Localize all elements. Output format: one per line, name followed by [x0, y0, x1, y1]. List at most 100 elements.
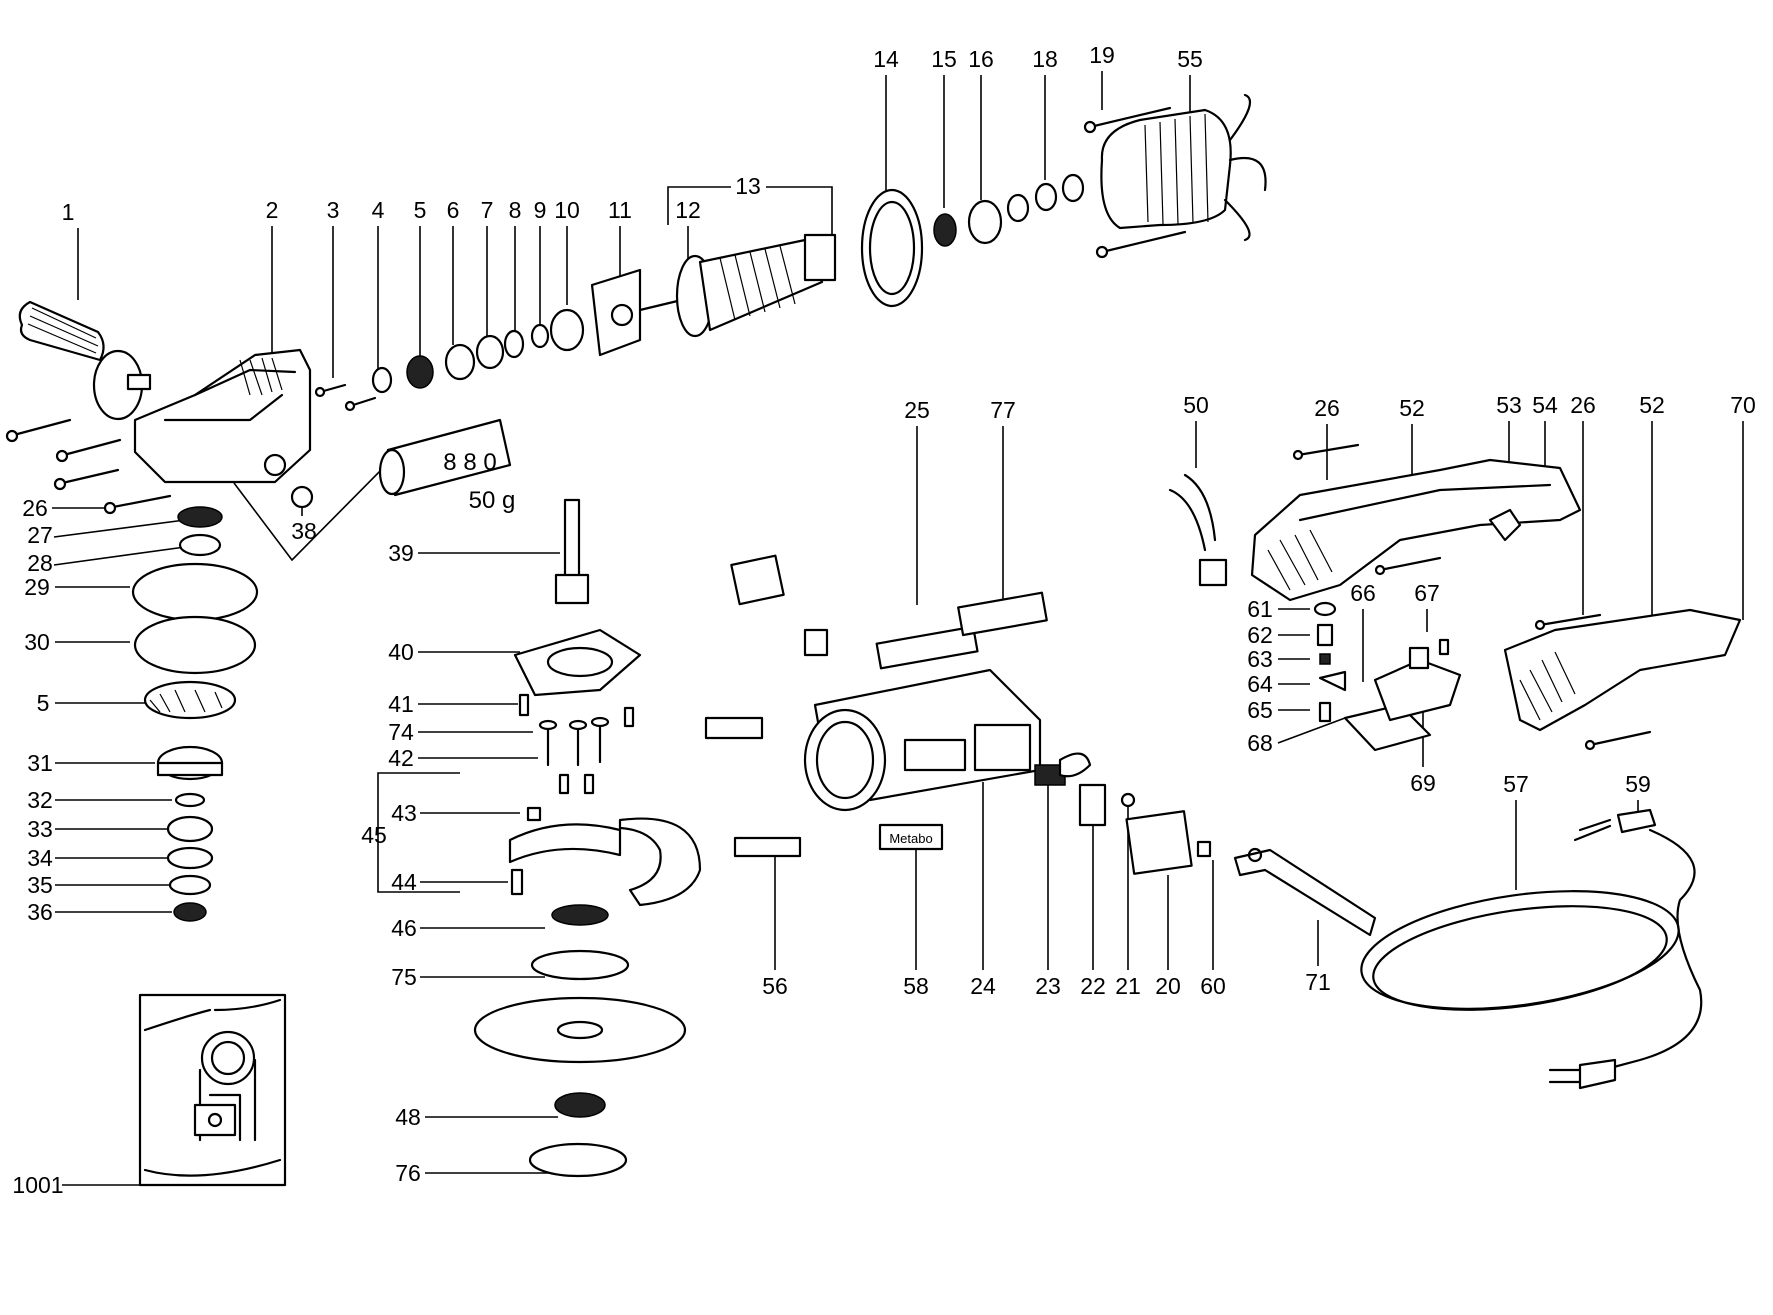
motor-housing-part: Metabo: [704, 554, 1048, 858]
cable-connector-part: [1168, 473, 1228, 587]
callout-75: 75: [391, 964, 417, 990]
callout-10: 10: [554, 197, 580, 223]
callout-58: 58: [903, 973, 929, 999]
callout-40: 40: [388, 639, 414, 665]
callout-38: 38: [291, 518, 317, 544]
callout-42: 42: [388, 745, 414, 771]
callout-26-left: 26: [22, 495, 48, 521]
callout-57: 57: [1503, 771, 1529, 797]
callout-70: 70: [1730, 392, 1756, 418]
callout-4: 4: [372, 197, 385, 223]
callout-44: 44: [391, 869, 417, 895]
callout-2: 2: [266, 197, 279, 223]
callout-24: 24: [970, 973, 996, 999]
callout-50: 50: [1183, 392, 1209, 418]
leader-lines: [52, 71, 1744, 1186]
callout-41: 41: [388, 691, 414, 717]
callout-29: 29: [24, 574, 50, 600]
wiring-inset-box: [138, 993, 287, 1187]
callout-33: 33: [27, 816, 53, 842]
spindle-bearing-stack: [131, 506, 259, 922]
callout-26-handle-bottom: 26: [1570, 392, 1596, 418]
callout-71: 71: [1305, 969, 1331, 995]
callout-12: 12: [675, 197, 701, 223]
callout-69: 69: [1410, 770, 1436, 796]
callout-11: 11: [608, 197, 632, 223]
callout-5-gear: 5: [37, 690, 50, 716]
handle-half-top: [1250, 443, 1582, 602]
callout-52-top: 52: [1399, 395, 1425, 421]
callout-74: 74: [388, 719, 414, 745]
screws-top-left: [5, 383, 377, 515]
callout-18: 18: [1032, 46, 1058, 72]
callout-1001: 1001: [12, 1172, 63, 1198]
callout-60: 60: [1200, 973, 1226, 999]
switch-brush-parts: [1034, 752, 1377, 937]
callout-66: 66: [1350, 580, 1376, 606]
shaft-small-parts: [371, 308, 585, 394]
callout-7: 7: [481, 197, 494, 223]
callout-28: 28: [27, 550, 53, 576]
callout-67: 67: [1414, 580, 1440, 606]
callout-23: 23: [1035, 973, 1061, 999]
callout-63: 63: [1247, 646, 1273, 672]
callout-62: 62: [1247, 622, 1273, 648]
callout-61: 61: [1247, 596, 1273, 622]
callout-52-bottom: 52: [1639, 392, 1665, 418]
callout-26-handle-top: 26: [1314, 395, 1340, 421]
gear-housing-part: [133, 348, 314, 509]
callout-54: 54: [1532, 392, 1558, 418]
callout-1: 1: [62, 199, 75, 225]
handle-half-bottom: [1503, 608, 1742, 751]
bearing-washers-part: [933, 173, 1085, 247]
field-coil-part: [1083, 93, 1267, 259]
callout-43: 43: [391, 800, 417, 826]
callout-16: 16: [968, 46, 994, 72]
callout-68: 68: [1247, 730, 1273, 756]
callout-34: 34: [27, 845, 53, 871]
callout-15: 15: [931, 46, 957, 72]
callout-30: 30: [24, 629, 50, 655]
callout-20: 20: [1155, 973, 1181, 999]
callout-22: 22: [1080, 973, 1106, 999]
callout-48: 48: [395, 1104, 421, 1130]
callout-56: 56: [762, 973, 788, 999]
callout-6: 6: [447, 197, 460, 223]
grease-amount: 50 g: [469, 487, 516, 514]
grease-tube-code: 8 8 0: [443, 449, 496, 476]
callout-55: 55: [1177, 46, 1203, 72]
callout-39: 39: [388, 540, 414, 566]
callout-3: 3: [327, 197, 340, 223]
callout-45: 45: [361, 822, 387, 848]
brand-plate-text: Metabo: [889, 831, 932, 846]
callout-25: 25: [904, 397, 930, 423]
grease-tube-part: 8 8 0 50 g: [378, 418, 516, 514]
callout-8: 8: [509, 197, 522, 223]
callout-46: 46: [391, 915, 417, 941]
callout-5: 5: [414, 197, 427, 223]
callout-31: 31: [27, 750, 53, 776]
callout-36: 36: [27, 899, 53, 925]
fan-part: [860, 188, 924, 308]
callout-19: 19: [1089, 42, 1115, 68]
callout-77: 77: [990, 397, 1016, 423]
callout-53: 53: [1496, 392, 1522, 418]
callout-59: 59: [1625, 771, 1651, 797]
callout-32: 32: [27, 787, 53, 813]
callout-64: 64: [1247, 671, 1273, 697]
callout-65: 65: [1247, 697, 1273, 723]
callout-76: 76: [395, 1160, 421, 1186]
armature-part: [638, 233, 837, 338]
callout-21: 21: [1115, 973, 1141, 999]
spindle-guard-assembly: [473, 498, 702, 1178]
power-cord-part: [1360, 808, 1703, 1090]
callout-14: 14: [873, 46, 899, 72]
baffle-plate-part: [590, 268, 642, 357]
callout-9: 9: [534, 197, 547, 223]
switch-mechanism-parts: [1313, 601, 1462, 752]
callout-labels: 1 2 3 4 5 6 7 8 9 10 11 12 13 14 15 16 1…: [12, 42, 1755, 1198]
callout-13: 13: [735, 173, 761, 199]
callout-27: 27: [27, 522, 53, 548]
side-handle-part: [18, 300, 152, 421]
